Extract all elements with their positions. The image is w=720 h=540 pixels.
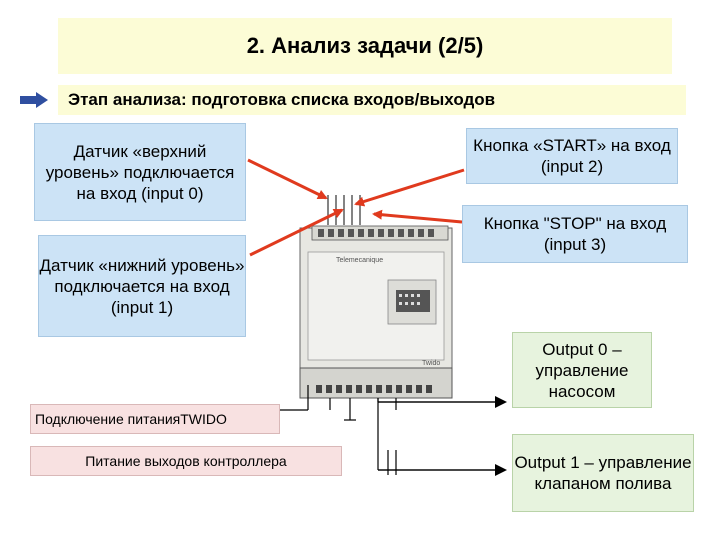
start-button-box: Кнопка «START» на вход (input 2) — [466, 128, 678, 184]
output-wires — [344, 398, 498, 475]
device-model-label: Twido — [422, 360, 441, 367]
sensor-lower-text: Датчик «нижний уровень» подключается на … — [39, 255, 245, 317]
stop-button-text: Кнопка "STOP" на вход (input 3) — [483, 214, 667, 254]
output1-text: Output 1 – управление клапаном полива — [514, 453, 692, 493]
output0-text: Output 0 – управление насосом — [535, 339, 629, 401]
output-power-text: Питание выходов контроллера — [85, 453, 287, 469]
device-brand-label: Telemecanique — [336, 257, 384, 264]
plc-body — [299, 225, 453, 399]
stage-subtitle: Этап анализа: подготовка списка входов/в… — [58, 85, 686, 115]
sensor-upper-arrow — [247, 158, 328, 200]
bottom-terminals — [316, 385, 432, 393]
page-title-text: 2. Анализ задачи (2/5) — [246, 33, 484, 58]
bullet-arrow-icon — [20, 92, 48, 108]
start-button-arrow — [354, 168, 465, 207]
sensor-upper-text: Датчик «верхний уровень» подключается на… — [45, 141, 235, 203]
stage-subtitle-text: Этап анализа: подготовка списка входов/в… — [68, 90, 496, 109]
input-wires — [327, 195, 361, 225]
page-title: 2. Анализ задачи (2/5) — [58, 18, 672, 74]
output-power-box: Питание выходов контроллера — [30, 446, 342, 476]
output1-box: Output 1 – управление клапаном полива — [512, 434, 694, 512]
sensor-upper-box: Датчик «верхний уровень» подключается на… — [34, 123, 246, 221]
top-terminals — [318, 229, 434, 237]
output0-box: Output 0 – управление насосом — [512, 332, 652, 408]
sensor-lower-box: Датчик «нижний уровень» подключается на … — [38, 235, 246, 337]
stop-button-arrow — [372, 209, 463, 224]
twido-power-box: Подключение питанияTWIDO — [30, 404, 280, 434]
twido-power-text: Подключение питанияTWIDO — [35, 411, 227, 427]
power-wires — [280, 385, 331, 411]
sensor-lower-arrow — [249, 208, 344, 257]
stop-button-box: Кнопка "STOP" на вход (input 3) — [462, 205, 688, 263]
start-button-text: Кнопка «START» на вход (input 2) — [473, 136, 671, 176]
